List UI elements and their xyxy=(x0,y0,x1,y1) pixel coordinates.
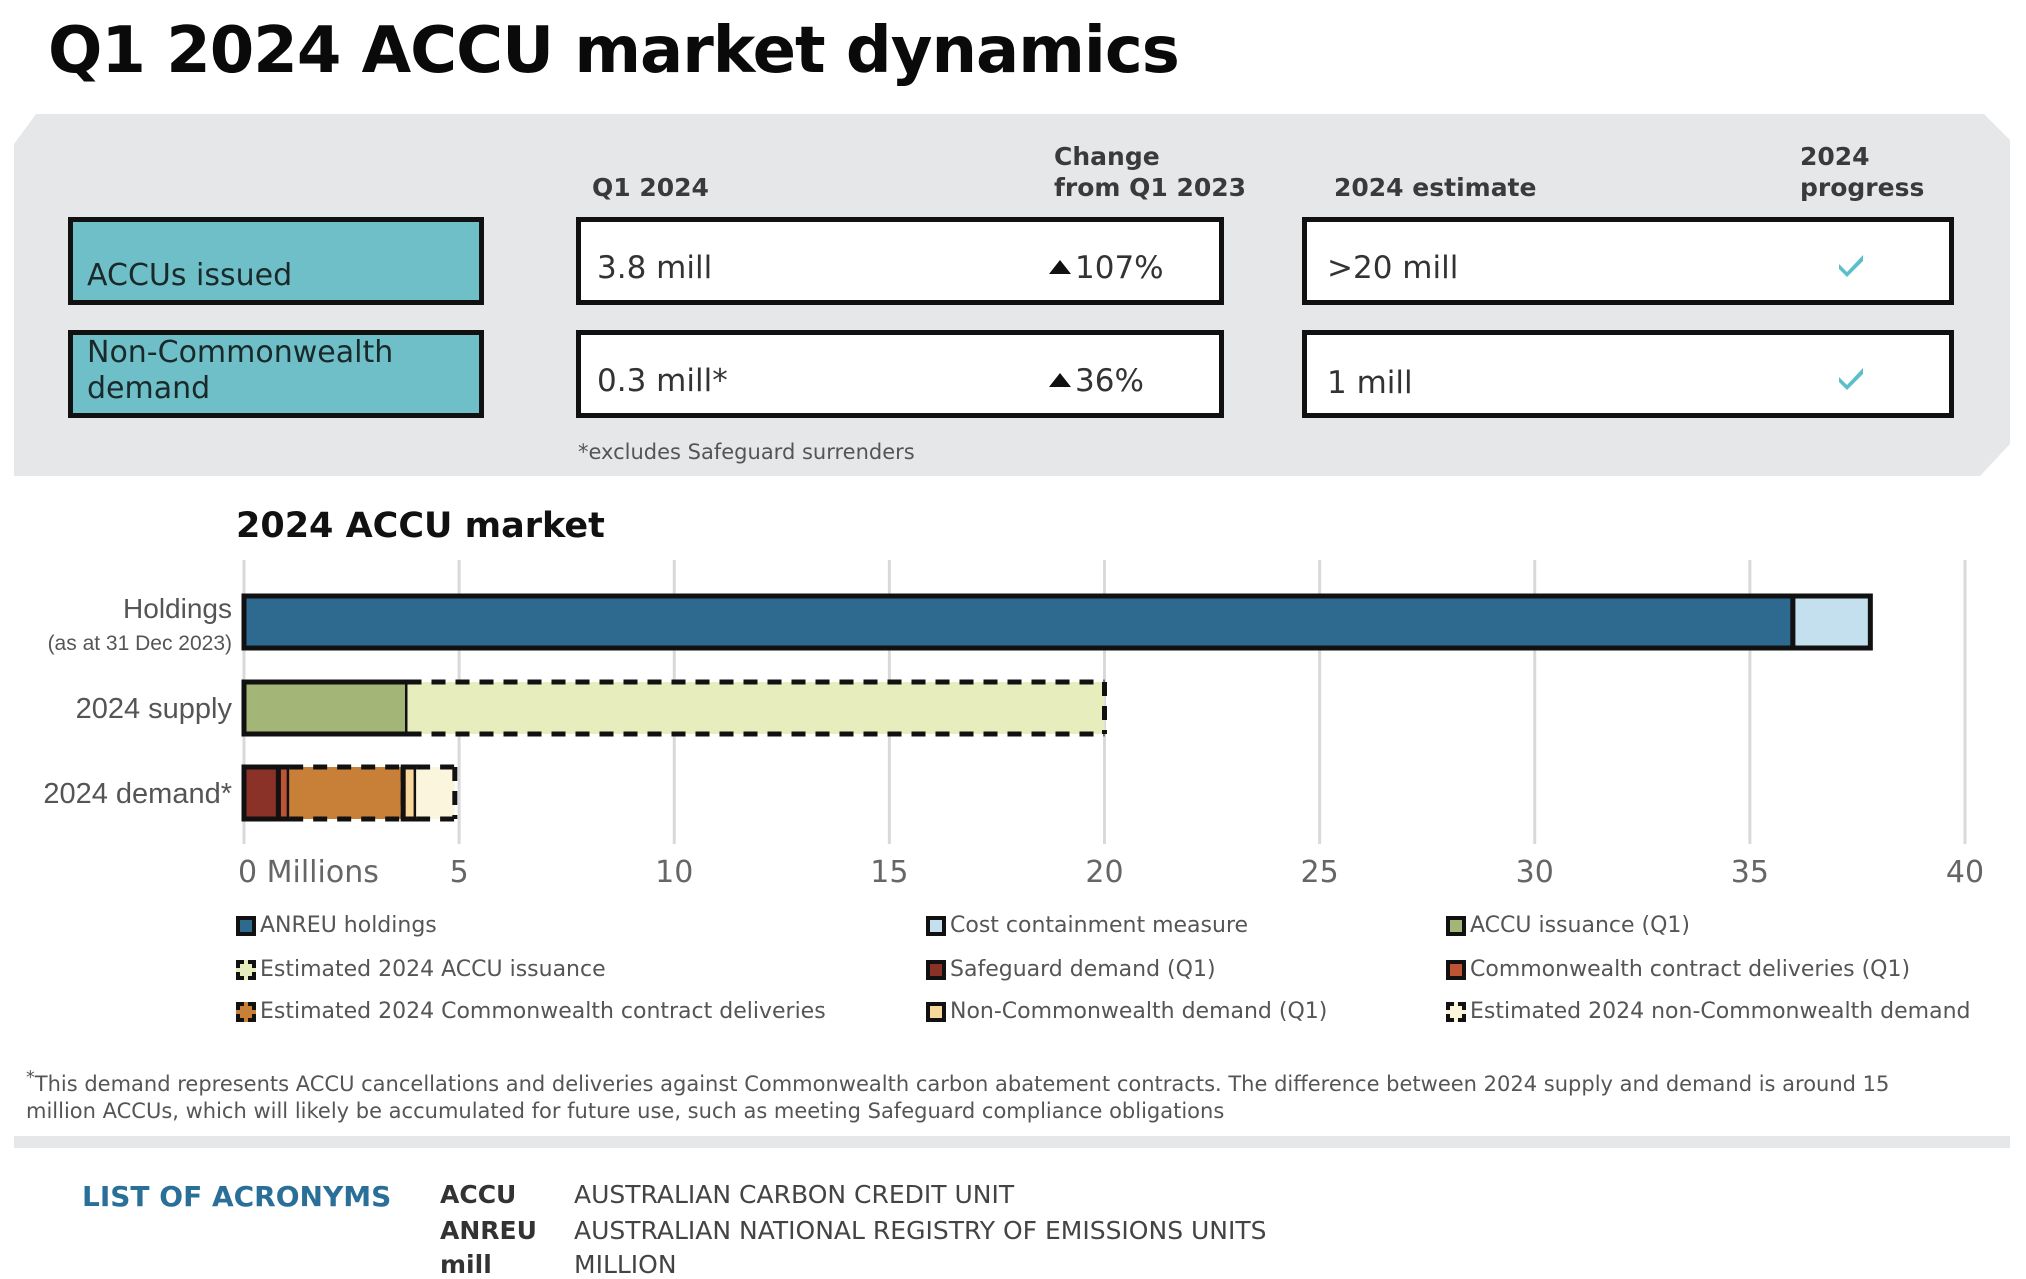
x-tick-label: 10 xyxy=(655,855,693,890)
column-header-progress: 2024 progress xyxy=(1800,141,1924,203)
x-tick-label: 40 xyxy=(1946,855,1984,890)
change-percent: 36% xyxy=(1075,363,1144,399)
acronym-row: ANREU AUSTRALIAN NATIONAL REGISTRY OF EMI… xyxy=(440,1216,1267,1245)
legend-item: Commonwealth contract deliveries (Q1) xyxy=(1446,957,1910,982)
footnote-text: This demand represents ACCU cancellation… xyxy=(26,1072,1890,1123)
x-tick-label: 25 xyxy=(1301,855,1339,890)
estimate-value: 1 mill xyxy=(1327,365,1413,401)
legend-item: Cost containment measure xyxy=(926,913,1248,938)
bar-segment xyxy=(407,682,1105,734)
legend-label: Commonwealth contract deliveries (Q1) xyxy=(1470,957,1911,982)
legend-item: Estimated 2024 Commonwealth contract del… xyxy=(236,999,826,1024)
legend-label: Safeguard demand (Q1) xyxy=(950,957,1216,982)
x-tick-label: 20 xyxy=(1085,855,1123,890)
chart-footnote: *This demand represents ACCU cancellatio… xyxy=(26,1065,1926,1125)
legend-swatch xyxy=(926,959,946,980)
acronym-definition: AUSTRALIAN CARBON CREDIT UNIT xyxy=(574,1180,1015,1209)
acronym-row: ACCU AUSTRALIAN CARBON CREDIT UNIT xyxy=(440,1180,1014,1209)
bar-segment xyxy=(244,596,1793,648)
legend-item: Non-Commonwealth demand (Q1) xyxy=(926,999,1327,1024)
q1-value: 0.3 mill* xyxy=(597,363,728,399)
legend-swatch xyxy=(236,959,256,980)
acronym-definition: AUSTRALIAN NATIONAL REGISTRY OF EMISSION… xyxy=(574,1216,1267,1245)
bar-chart: 0 Millions 5 10 15 20 25 30 35 40 Holdings (as at … xyxy=(43,560,1984,890)
x-tick-label: 15 xyxy=(870,855,908,890)
legend-swatch xyxy=(1446,915,1466,936)
legend-swatch xyxy=(1446,1001,1466,1022)
bar-segment-border xyxy=(1790,593,1873,651)
bar-segment xyxy=(278,767,290,819)
bar-segment xyxy=(1792,596,1871,648)
summary-footnote: *excludes Safeguard surrenders xyxy=(578,440,915,464)
legend-label: Non-Commonwealth demand (Q1) xyxy=(950,999,1328,1024)
bar-segment xyxy=(416,767,455,819)
x-tick-label: 0 Millions xyxy=(238,855,379,890)
estimate-value: >20 mill xyxy=(1327,250,1459,286)
bar-segment xyxy=(289,767,404,819)
column-header-progress-line2: progress xyxy=(1800,173,1925,202)
column-header-progress-line1: 2024 xyxy=(1800,142,1870,171)
legend-label: Estimated 2024 ACCU issuance xyxy=(260,957,606,982)
legend-swatch xyxy=(926,1001,946,1022)
acronym-row: mill MILLION xyxy=(440,1250,677,1279)
footnote-marker: * xyxy=(26,1068,35,1088)
legend-label: Cost containment measure xyxy=(950,913,1249,938)
bar-segment xyxy=(244,767,279,819)
legend-label: Estimated 2024 Commonwealth contract del… xyxy=(260,999,826,1024)
legend-label: ANREU holdings xyxy=(260,913,437,938)
x-tick-label: 5 xyxy=(450,855,469,890)
acronym-term: ACCU xyxy=(440,1180,517,1209)
q1-change-box-non-commonwealth: 0.3 mill* 36% xyxy=(576,330,1224,418)
category-label: 2024 demand* xyxy=(43,778,232,810)
change-percent: 107% xyxy=(1075,250,1164,286)
up-triangle-icon xyxy=(1049,260,1071,274)
column-header-change: Change from Q1 2023 xyxy=(1054,141,1246,203)
estimate-box-non-commonwealth: 1 mill xyxy=(1302,330,1954,418)
legend-swatch xyxy=(236,915,256,936)
legend-item: Safeguard demand (Q1) xyxy=(926,957,1216,982)
x-tick-label: 35 xyxy=(1731,855,1769,890)
x-tick-label: 30 xyxy=(1516,855,1554,890)
legend-item: ACCU issuance (Q1) xyxy=(1446,913,1690,938)
row-label-accus-issued: ACCUs issued xyxy=(68,217,484,305)
up-triangle-icon xyxy=(1049,373,1071,387)
chart-legend: ANREU holdings Cost containment measure AC… xyxy=(0,905,2026,1045)
chart-title: 2024 ACCU market xyxy=(236,506,605,546)
acronyms-title: LIST OF ACRONYMS xyxy=(82,1180,392,1213)
category-sublabel: (as at 31 Dec 2023) xyxy=(48,632,232,655)
page-title: Q1 2024 ACCU market dynamics xyxy=(48,14,1180,88)
bar-segment xyxy=(244,682,408,734)
category-label: Holdings xyxy=(123,593,232,624)
category-label: 2024 supply xyxy=(76,693,233,725)
legend-swatch xyxy=(236,1001,256,1022)
check-icon xyxy=(1839,368,1863,390)
column-header-estimate: 2024 estimate xyxy=(1334,173,1537,202)
change-value: 107% xyxy=(1049,250,1164,286)
q1-change-box-accus-issued: 3.8 mill 107% xyxy=(576,217,1224,305)
estimate-box-accus-issued: >20 mill xyxy=(1302,217,1954,305)
legend-label: ACCU issuance (Q1) xyxy=(1470,913,1690,938)
acronym-term: mill xyxy=(440,1250,492,1279)
legend-swatch xyxy=(1446,959,1466,980)
bar-segment xyxy=(403,767,417,819)
legend-item: ANREU holdings xyxy=(236,913,437,938)
column-header-q1: Q1 2024 xyxy=(592,173,709,202)
row-label-non-commonwealth-demand: Non-Commonwealth demand xyxy=(68,330,484,418)
acronym-definition: MILLION xyxy=(574,1250,677,1279)
legend-label: Estimated 2024 non-Commonwealth demand xyxy=(1470,999,1971,1024)
check-icon xyxy=(1839,255,1863,277)
q1-value: 3.8 mill xyxy=(597,250,713,286)
change-value: 36% xyxy=(1049,363,1144,399)
row-label-text: Non-Commonwealth demand xyxy=(87,335,394,406)
legend-swatch xyxy=(926,915,946,936)
column-header-change-line2: from Q1 2023 xyxy=(1054,173,1247,202)
section-divider xyxy=(14,1136,2010,1148)
column-header-change-line1: Change xyxy=(1054,142,1160,171)
legend-item: Estimated 2024 non-Commonwealth demand xyxy=(1446,999,1971,1024)
legend-item: Estimated 2024 ACCU issuance xyxy=(236,957,606,982)
row-label-text: ACCUs issued xyxy=(87,258,293,293)
acronym-term: ANREU xyxy=(440,1216,537,1245)
